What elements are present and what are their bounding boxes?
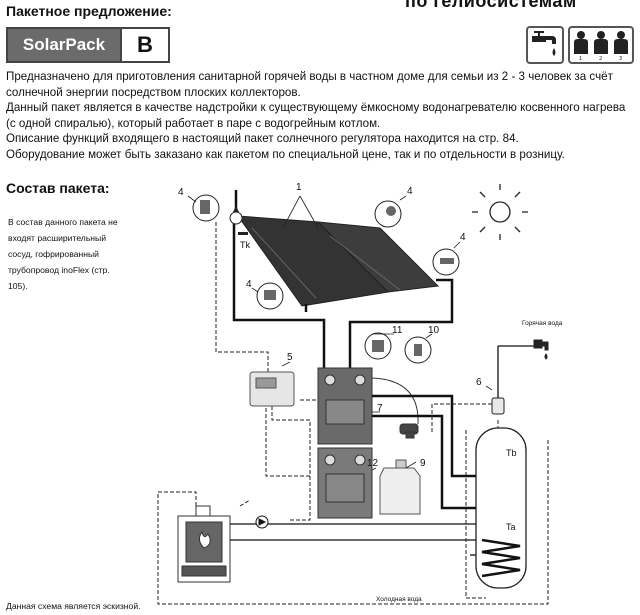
callout-label: 10: [428, 325, 440, 336]
solar-controller: [249, 371, 295, 407]
storage-tank: [475, 427, 527, 589]
sensor-tb-label: Tb: [506, 448, 517, 458]
hot-water-tap-icon: [533, 339, 549, 360]
three-persons-icon: 1 2 3: [568, 26, 634, 64]
callout-label: 4: [178, 187, 184, 198]
callout-label: 11: [392, 325, 403, 336]
pump-station: [317, 367, 373, 519]
package-badge: SolarPack B: [6, 27, 170, 63]
intro-paragraph: Описание функций входящего в настоящий п…: [6, 132, 519, 145]
sun-icon: [472, 184, 528, 240]
fluid-canister: [379, 459, 421, 515]
svg-text:2: 2: [599, 56, 602, 62]
intro-paragraph: Оборудование может быть заказано как пак…: [6, 147, 565, 161]
package-letter: B: [120, 29, 168, 61]
callout-label: 5: [287, 352, 293, 363]
solar-collectors: [236, 215, 440, 307]
callout-label: 6: [476, 377, 482, 388]
page-title: Пакетное предложение:: [6, 3, 172, 19]
section-title: Состав пакета:: [6, 180, 110, 196]
callout-label: 7: [377, 403, 383, 414]
gas-boiler: [177, 505, 231, 583]
package-note: В состав данного пакета не входят расшир…: [8, 217, 118, 291]
intro-paragraph: Данный пакет является в качестве надстро…: [6, 101, 626, 130]
footer-note: Данная схема является эскизной.: [6, 601, 141, 611]
cold-water-label: Холодная вода: [376, 596, 422, 603]
callout-label: 4: [407, 186, 413, 197]
sensor-ta-label: Ta: [506, 522, 516, 532]
callout-label: 4: [246, 279, 252, 290]
top-right-heading: по гелиосистемам: [405, 0, 577, 11]
svg-text:1: 1: [579, 56, 582, 62]
callout-label: 12: [367, 458, 379, 469]
callout-label: 1: [296, 182, 302, 193]
callout-label: 9: [420, 458, 426, 469]
boiler-pump-icon: [255, 515, 269, 529]
expansion-icon: [399, 423, 419, 439]
intro-text: Предназначено для приготовления санитарн…: [6, 69, 636, 162]
package-name: SolarPack: [8, 29, 120, 61]
callout-label: 4: [460, 232, 466, 243]
sensor-tk-label: Tk: [240, 240, 250, 250]
mixing-valve-icon: [491, 397, 505, 415]
hot-water-label: Горячая вода: [522, 320, 563, 327]
intro-paragraph: Предназначено для приготовления санитарн…: [6, 70, 613, 99]
tap-water-icon: [526, 26, 564, 64]
svg-text:3: 3: [619, 56, 622, 62]
